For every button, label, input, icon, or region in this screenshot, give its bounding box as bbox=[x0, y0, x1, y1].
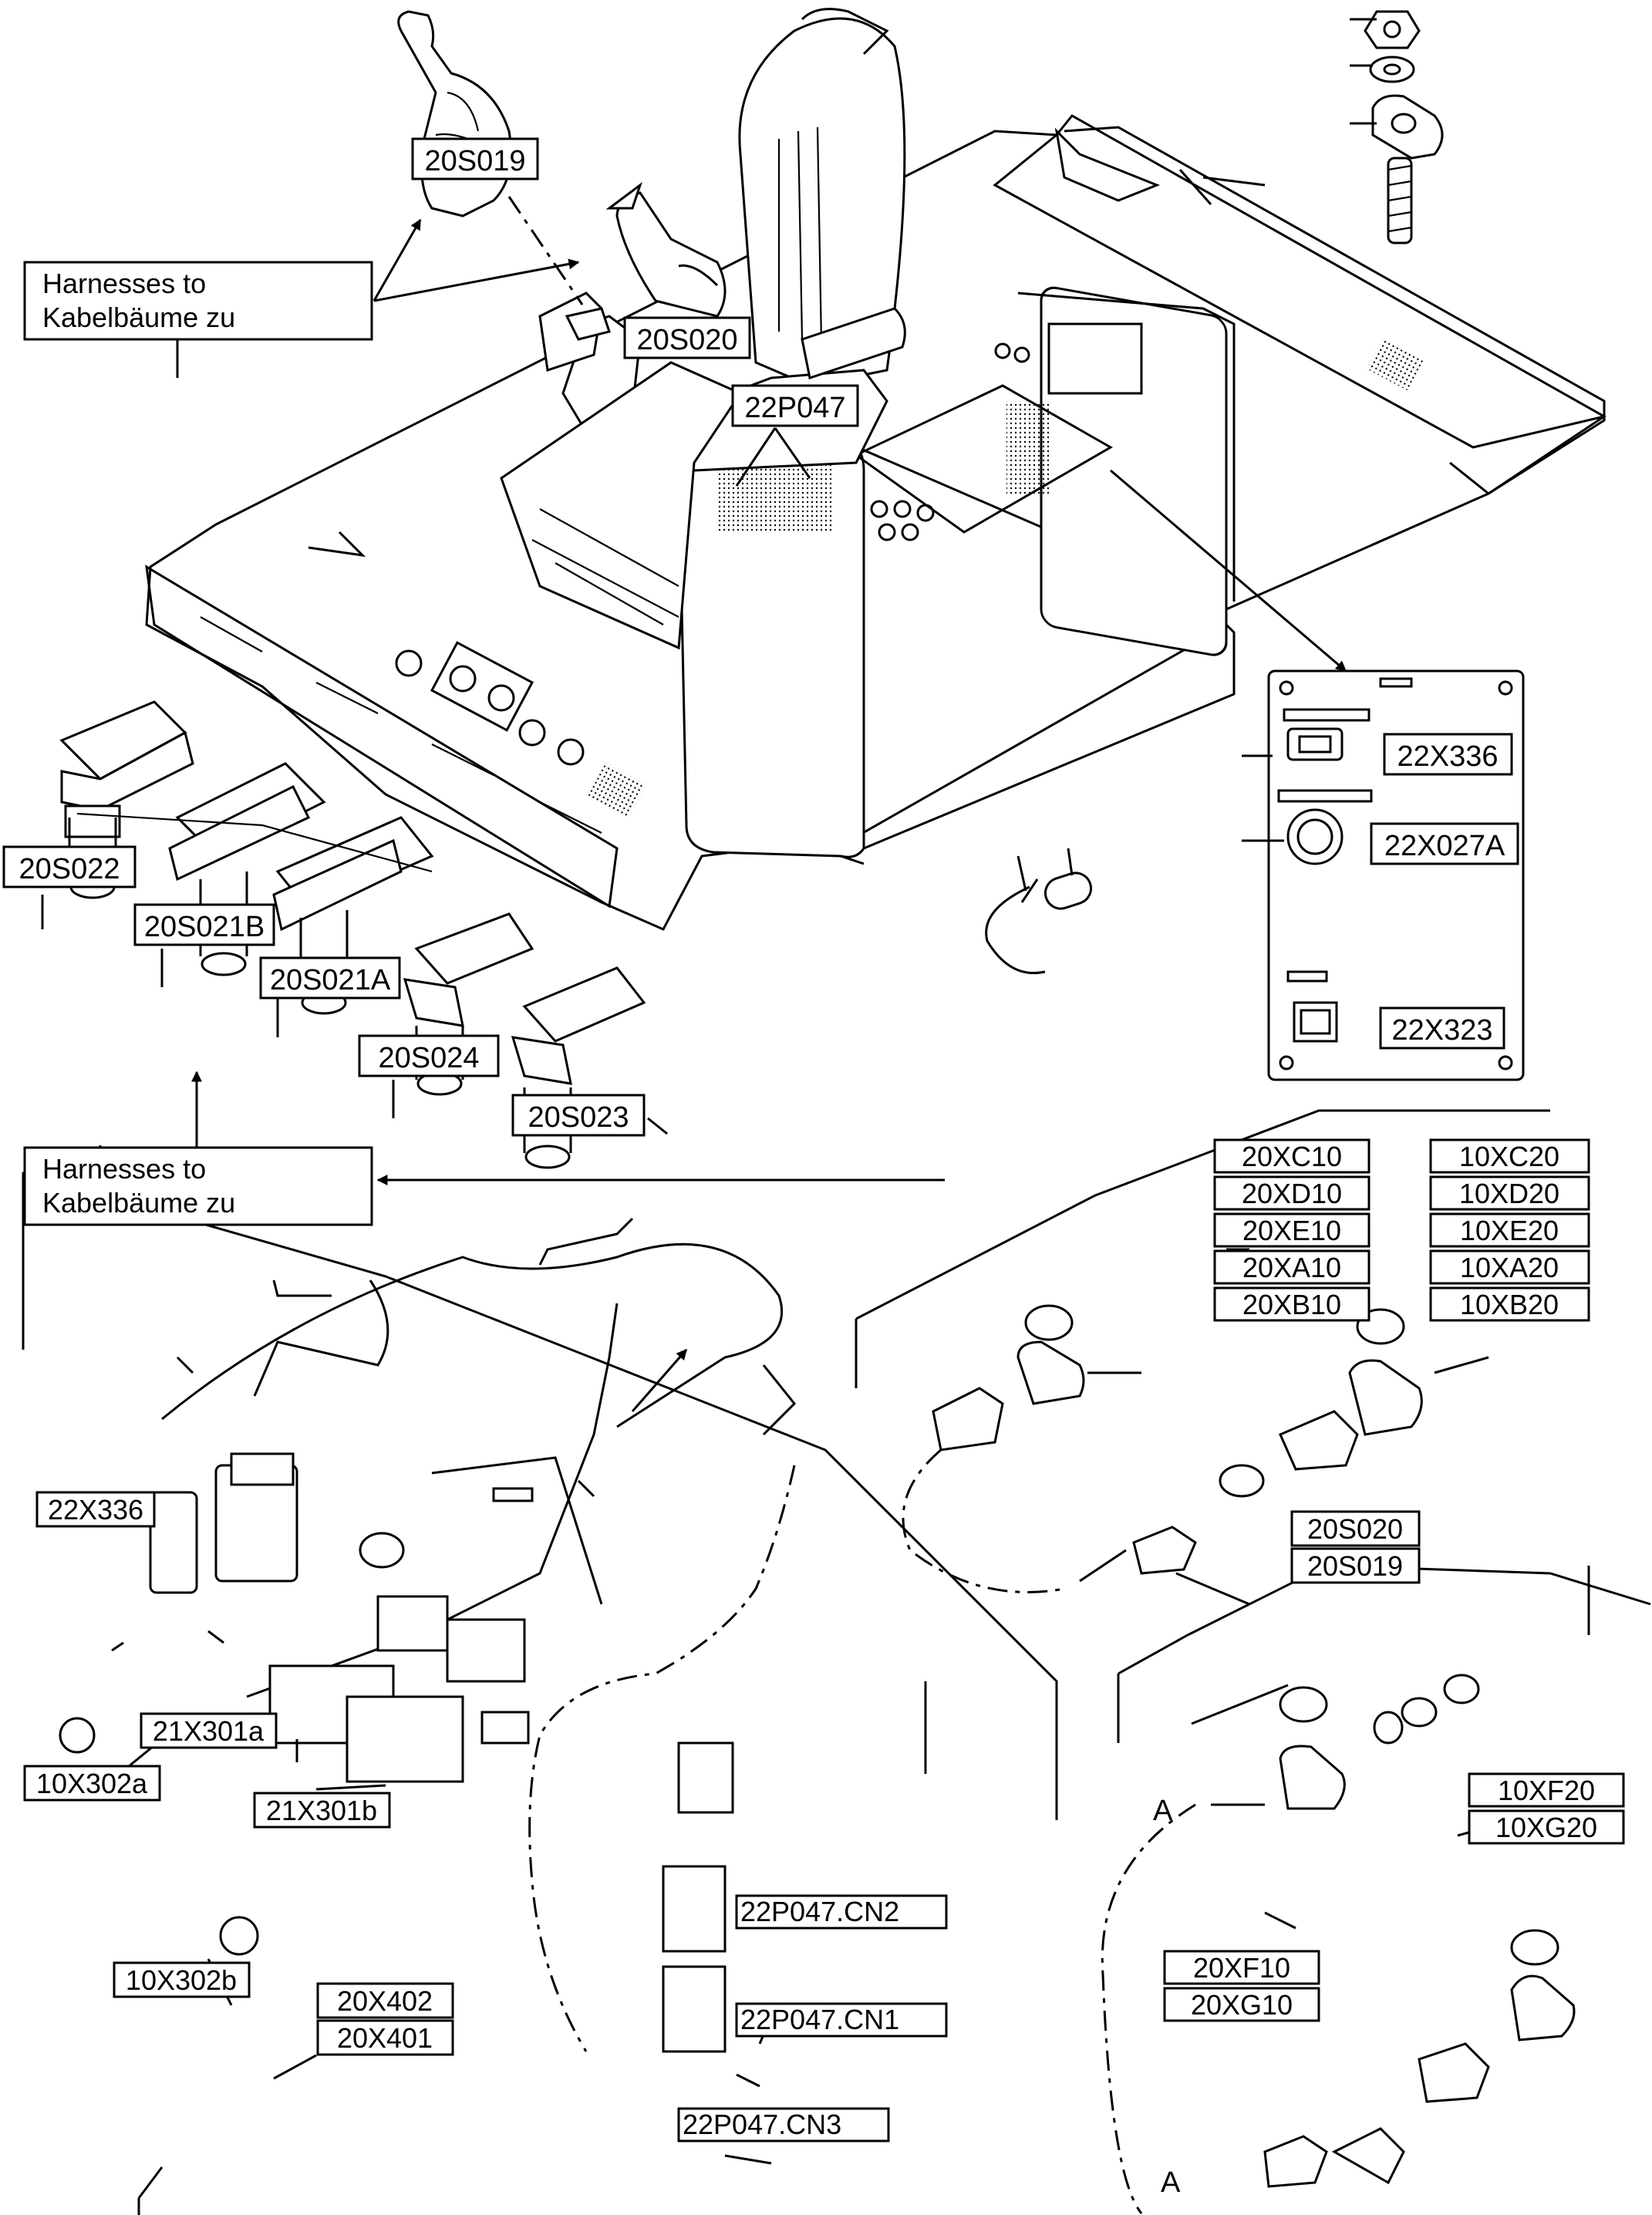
svg-text:20S024: 20S024 bbox=[378, 1042, 479, 1074]
connector-exploded-views bbox=[855, 1109, 1651, 2214]
cable-tie-icon bbox=[985, 848, 1093, 975]
bolt-icon bbox=[1387, 157, 1413, 244]
svg-text:10XB20: 10XB20 bbox=[1460, 1289, 1559, 1320]
svg-text:20XG10: 20XG10 bbox=[1191, 1989, 1293, 2021]
callout-20s020: 20S020 bbox=[623, 316, 751, 359]
svg-text:22P047.CN3: 22P047.CN3 bbox=[683, 2109, 841, 2140]
callout-22p047-cn2: 22P047.CN2 bbox=[735, 1894, 948, 1930]
connector-group-10x: 10XC20 10XD20 10XE20 10XA20 10XB20 bbox=[1429, 1138, 1590, 1322]
svg-text:22X336: 22X336 bbox=[1397, 740, 1498, 773]
callout-22p047: 22P047 bbox=[731, 384, 859, 427]
clamp-icon bbox=[1371, 94, 1444, 160]
svg-text:Kabelbäume zu: Kabelbäume zu bbox=[42, 1187, 235, 1219]
svg-text:20S022: 20S022 bbox=[19, 853, 120, 885]
svg-text:20S023: 20S023 bbox=[528, 1101, 629, 1134]
svg-text:10X302b: 10X302b bbox=[126, 1964, 237, 1996]
svg-text:Kabelbäume zu: Kabelbäume zu bbox=[42, 302, 235, 333]
svg-text:20S020: 20S020 bbox=[1307, 1513, 1403, 1545]
callout-20s022: 20S022 bbox=[2, 845, 137, 888]
svg-text:Harnesses to: Harnesses to bbox=[42, 268, 206, 299]
svg-text:20XA10: 20XA10 bbox=[1242, 1252, 1341, 1283]
joystick-ref-group: 20S020 20S019 bbox=[1290, 1510, 1421, 1584]
callout-20s021a: 20S021A bbox=[259, 956, 401, 1000]
svg-text:10XG20: 10XG20 bbox=[1495, 1812, 1597, 1843]
svg-text:20XF10: 20XF10 bbox=[1193, 1952, 1290, 1984]
svg-text:20XB10: 20XB10 bbox=[1242, 1289, 1341, 1320]
svg-text:22P047.CN1: 22P047.CN1 bbox=[740, 2004, 899, 2035]
callout-20s021b: 20S021B bbox=[133, 903, 275, 946]
svg-text:21X301b: 21X301b bbox=[266, 1795, 377, 1826]
callout-10x302a: 10X302a bbox=[23, 1765, 161, 1802]
svg-text:22P047: 22P047 bbox=[744, 392, 845, 424]
svg-text:10XC20: 10XC20 bbox=[1459, 1141, 1559, 1172]
cab-harness-drawing bbox=[22, 855, 1058, 2053]
svg-text:20XD10: 20XD10 bbox=[1242, 1178, 1342, 1209]
svg-text:21X301a: 21X301a bbox=[153, 1715, 265, 1747]
switch-panel-holes bbox=[395, 641, 585, 766]
svg-text:22X027A: 22X027A bbox=[1384, 830, 1505, 862]
cab-floor-drawing bbox=[145, 8, 1606, 931]
svg-text:20X401: 20X401 bbox=[337, 2022, 433, 2054]
callout-22x027a: 22X027A bbox=[1370, 822, 1519, 865]
svg-text:22X323: 22X323 bbox=[1391, 1014, 1492, 1047]
svg-text:Harnesses to: Harnesses to bbox=[42, 1153, 206, 1185]
svg-text:10XD20: 10XD20 bbox=[1459, 1178, 1559, 1209]
harness-note-bottom: Harnesses to Kabelbäume zu bbox=[23, 1146, 373, 1226]
callout-labels: 20S019 20S020 22P047 Harnesses to Kabelb… bbox=[2, 137, 1625, 2199]
callout-20s024: 20S024 bbox=[358, 1034, 500, 1077]
callout-21x301b: 21X301b bbox=[253, 1792, 391, 1829]
svg-text:20S019: 20S019 bbox=[424, 145, 525, 177]
svg-text:10XF20: 10XF20 bbox=[1498, 1775, 1595, 1806]
washer-icon bbox=[1369, 56, 1415, 83]
callout-21x301a: 21X301a bbox=[140, 1712, 278, 1749]
svg-text:10X302a: 10X302a bbox=[36, 1768, 148, 1799]
svg-text:10XE20: 10XE20 bbox=[1460, 1215, 1559, 1246]
svg-text:20XC10: 20XC10 bbox=[1242, 1141, 1342, 1172]
connector-group-20xf: 20XF10 20XG10 bbox=[1163, 1950, 1320, 2022]
svg-text:20XE10: 20XE10 bbox=[1242, 1215, 1341, 1246]
callout-22x323: 22X323 bbox=[1379, 1006, 1505, 1050]
callout-20s019: 20S019 bbox=[411, 137, 539, 180]
connector-group-20x40: 20X402 20X401 bbox=[316, 1982, 454, 2056]
connector-group-20x: 20XC10 20XD10 20XE10 20XA10 20XB10 bbox=[1213, 1138, 1370, 1322]
callout-22p047-cn3: 22P047.CN3 bbox=[677, 2107, 890, 2143]
svg-text:20X402: 20X402 bbox=[337, 1985, 433, 2017]
svg-text:22X336: 22X336 bbox=[48, 1494, 143, 1526]
callout-22p047-cn1: 22P047.CN1 bbox=[735, 2002, 948, 2038]
svg-text:20S019: 20S019 bbox=[1307, 1550, 1403, 1582]
marker-a-top: A bbox=[1153, 1795, 1173, 1827]
callout-22x336-harness: 22X336 bbox=[35, 1491, 156, 1528]
svg-text:20S021A: 20S021A bbox=[270, 964, 391, 996]
svg-text:22P047.CN2: 22P047.CN2 bbox=[740, 1896, 899, 1927]
svg-text:20S020: 20S020 bbox=[636, 324, 737, 356]
callout-10x302b: 10X302b bbox=[113, 1961, 251, 1998]
connector-group-10xf: 10XF20 10XG20 bbox=[1468, 1772, 1625, 1845]
svg-text:20S021B: 20S021B bbox=[144, 911, 265, 943]
pedal-assembly-drawing bbox=[59, 700, 646, 1169]
harness-note-top: Harnesses to Kabelbäume zu bbox=[23, 261, 373, 341]
callout-20s023: 20S023 bbox=[511, 1094, 646, 1137]
hardware-stack bbox=[1350, 10, 1444, 244]
nut-icon bbox=[1364, 10, 1421, 49]
callout-22x336-panel: 22X336 bbox=[1383, 733, 1513, 776]
svg-text:10XA20: 10XA20 bbox=[1460, 1252, 1559, 1283]
marker-a-bottom: A bbox=[1161, 2166, 1181, 2199]
